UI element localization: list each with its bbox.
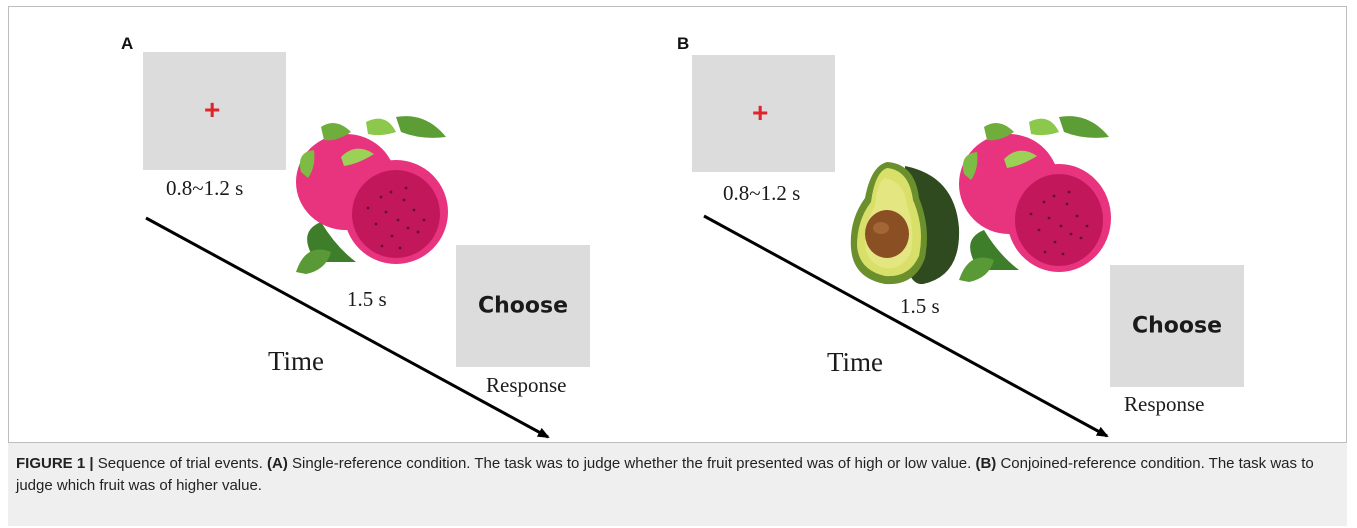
fixation-duration-b: 0.8~1.2 s: [723, 181, 801, 205]
stimulus-duration-b: 1.5 s: [900, 294, 940, 318]
figure-frame: [8, 6, 1347, 443]
figure-caption: FIGURE 1 | Sequence of trial events. (A)…: [8, 443, 1347, 526]
caption-b-marker: (B): [975, 455, 997, 472]
avocado-image-b: [845, 158, 963, 288]
response-label-b: Response: [1124, 392, 1205, 416]
caption-figure-label: FIGURE 1: [16, 455, 86, 472]
fixation-screen-b: +: [692, 55, 835, 172]
caption-separator: |: [89, 455, 94, 472]
dragon-fruit-icon: [296, 116, 448, 274]
timeline-arrow-b: [703, 214, 1109, 438]
fixation-cross-a: +: [204, 94, 221, 125]
timeline-arrow-a: [145, 216, 550, 439]
fixation-cross-b: +: [752, 97, 769, 128]
choose-label-a: Choose: [477, 293, 569, 319]
caption-text: FIGURE 1 | Sequence of trial events. (A)…: [16, 453, 1336, 497]
response-label-a: Response: [486, 373, 567, 397]
time-label-b: Time: [827, 347, 884, 377]
panel-letter-b: B: [677, 34, 690, 53]
dragon-fruit-image-a: [296, 112, 448, 274]
caption-b-text: Conjoined-reference condition. The task …: [16, 455, 1314, 494]
dragon-fruit-icon: [959, 116, 1111, 282]
panel-letter-a: A: [121, 34, 134, 53]
caption-a-marker: (A): [267, 455, 288, 472]
fixation-screen-a: +: [143, 52, 286, 170]
fixation-duration-a: 0.8~1.2 s: [166, 176, 244, 200]
caption-a-text: Single-reference condition. The task was…: [292, 455, 972, 472]
choose-screen-a: Choose: [456, 245, 590, 367]
dragon-fruit-image-b: [959, 112, 1111, 282]
time-label-a: Time: [268, 346, 325, 376]
stimulus-duration-a: 1.5 s: [347, 287, 387, 311]
caption-title: Sequence of trial events.: [97, 455, 263, 472]
choose-screen-b: Choose: [1110, 265, 1244, 387]
choose-label-b: Choose: [1131, 313, 1223, 339]
avocado-icon: [850, 162, 960, 285]
